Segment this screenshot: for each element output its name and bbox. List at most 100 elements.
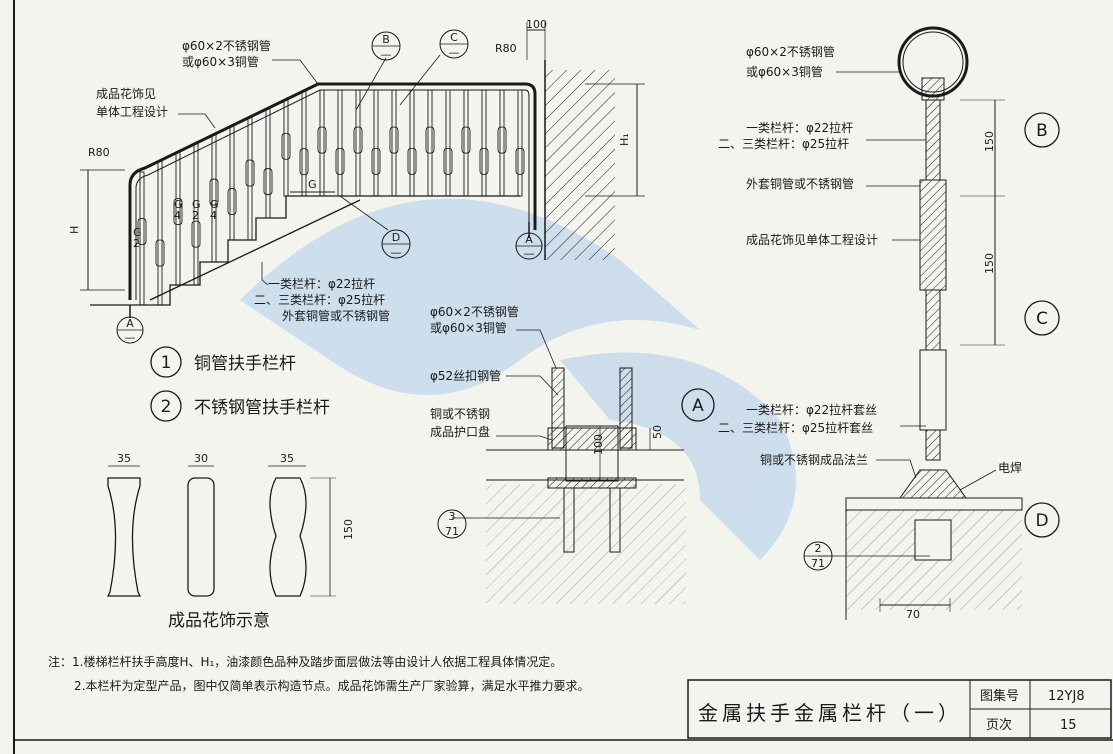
rod-label-1: 一类栏杆：φ22拉杆 bbox=[268, 276, 375, 291]
bcd-flange-label: 铜或不锈钢成品法兰 bbox=[760, 452, 868, 467]
baluster-ornament bbox=[227, 188, 237, 216]
baluster bbox=[229, 125, 235, 241]
marker-b: B — bbox=[371, 31, 401, 61]
bcd-dim-150-b: 150 bbox=[983, 253, 996, 274]
note-line-1: 注：1.楼梯栏杆扶手高度H、H₁，油漆颜色品种及踏步面层做法等由设计人依据工程具… bbox=[48, 654, 562, 669]
baluster-ornament bbox=[173, 198, 183, 225]
detail-a-cap-label-1: 铜或不锈钢 bbox=[430, 406, 490, 421]
legend-item-1-num: 1 bbox=[161, 353, 172, 373]
marker-d-letter: D bbox=[392, 231, 400, 244]
stair-elevation bbox=[80, 22, 645, 318]
baluster-ornament bbox=[497, 126, 507, 154]
detail-a-dim-100: 100 bbox=[592, 434, 605, 455]
baluster bbox=[175, 151, 181, 286]
bcd-tube-label-2: 或φ60×3铜管 bbox=[746, 64, 823, 79]
rod-label-3: 外套铜管或不锈钢管 bbox=[282, 308, 390, 323]
bcd-weld-label: 电焊 bbox=[998, 460, 1022, 475]
marker-c-letter: C bbox=[450, 31, 458, 44]
radius-right-label: R80 bbox=[495, 42, 517, 55]
baluster-ornament bbox=[371, 147, 381, 175]
detail-a-dim-50: 50 bbox=[651, 425, 664, 439]
legend-item-1: 1 铜管扶手栏杆 bbox=[150, 346, 296, 378]
baluster-ornament bbox=[389, 126, 399, 154]
tag-c-letter: C bbox=[1036, 309, 1048, 329]
dim-h-label: H bbox=[68, 226, 81, 234]
baluster-ornament bbox=[407, 147, 417, 175]
baluster-ornament bbox=[299, 148, 309, 176]
marker-b-dash: — bbox=[381, 48, 392, 61]
legend-item-2-num: 2 bbox=[161, 397, 172, 417]
baluster bbox=[445, 89, 451, 197]
baluster bbox=[247, 116, 253, 241]
title-block-title: 金属扶手金属栏杆（一） bbox=[698, 701, 962, 725]
rod-label-2: 二、三类栏杆：φ25拉杆 bbox=[254, 292, 385, 307]
detail-a-tube-label-2: 或φ60×3铜管 bbox=[430, 320, 507, 335]
legend-item-1-text: 铜管扶手栏杆 bbox=[194, 354, 296, 374]
detail-a-tube-label-1: φ60×2不锈钢管 bbox=[430, 304, 519, 319]
decor-caption: 成品花饰示意 bbox=[168, 611, 270, 631]
baluster-ornament bbox=[191, 220, 201, 248]
dim-100-label: 100 bbox=[526, 18, 547, 31]
bcd-dim-70: 70 bbox=[906, 608, 920, 621]
baluster bbox=[373, 89, 379, 197]
detail-bcd bbox=[818, 26, 1023, 620]
baluster bbox=[139, 171, 145, 306]
detail-a bbox=[452, 329, 686, 604]
baluster-ornament bbox=[335, 147, 345, 175]
sheet-frame bbox=[13, 0, 1113, 754]
marker-c-dash: — bbox=[449, 46, 460, 59]
bcd-thread-label-1: 一类栏杆：φ22拉杆套丝 bbox=[746, 402, 877, 417]
baluster bbox=[193, 142, 199, 286]
title-block bbox=[687, 679, 1112, 739]
marker-a-right-dash: — bbox=[524, 247, 535, 260]
detail-a-ref: 3 71 bbox=[437, 509, 467, 539]
bcd-ref-top: 2 bbox=[815, 542, 822, 555]
detail-a-tag-letter: A bbox=[692, 396, 704, 416]
bcd-decor-label: 成品花饰见单体工程设计 bbox=[746, 232, 878, 247]
legend-item-2-text: 不锈钢管扶手栏杆 bbox=[194, 398, 330, 418]
baluster-ornament bbox=[281, 132, 291, 160]
baluster bbox=[265, 107, 271, 219]
baluster bbox=[319, 89, 325, 197]
baluster bbox=[427, 89, 433, 197]
bcd-rod-label-1: 一类栏杆：φ22拉杆 bbox=[746, 120, 853, 135]
baluster-ornament bbox=[425, 126, 435, 154]
marker-d: D — bbox=[381, 229, 411, 259]
stair-steps bbox=[90, 195, 520, 306]
wall-hatch bbox=[545, 70, 615, 260]
decor-width-3: 35 bbox=[280, 452, 294, 465]
baluster bbox=[283, 99, 289, 197]
baluster bbox=[301, 90, 307, 197]
marker-a-right-letter: A bbox=[525, 233, 533, 246]
radius-left-label: R80 bbox=[88, 146, 110, 159]
atlas-value: 12YJ8 bbox=[1048, 689, 1085, 704]
tag-b-letter: B bbox=[1036, 121, 1048, 141]
dim-h1-label: H₁ bbox=[618, 133, 631, 146]
bcd-rod-label-2: 二、三类栏杆：φ25拉杆 bbox=[718, 136, 849, 151]
legend-item-2: 2 不锈钢管扶手栏杆 bbox=[150, 390, 330, 422]
decor-height: 150 bbox=[342, 519, 355, 540]
baluster bbox=[355, 89, 361, 197]
top-tube-label-1: φ60×2不锈钢管 bbox=[182, 38, 271, 53]
baluster-ornament bbox=[515, 147, 525, 175]
baluster-ornament bbox=[317, 126, 327, 154]
baluster-ornament bbox=[479, 147, 489, 175]
bcd-tube-label-1: φ60×2不锈钢管 bbox=[746, 44, 835, 59]
baluster-ornament bbox=[155, 239, 165, 267]
baluster-ornament bbox=[353, 126, 363, 154]
decor-label-1: 成品花饰见 bbox=[96, 86, 156, 101]
tag-c: C bbox=[1024, 300, 1060, 336]
marker-b-letter: B bbox=[382, 33, 390, 46]
tag-d-letter: D bbox=[1035, 511, 1048, 531]
bcd-thread-label-2: 二、三类栏杆：φ25拉杆套丝 bbox=[718, 420, 873, 435]
baluster bbox=[211, 134, 217, 263]
marker-a-left-letter: A bbox=[126, 317, 134, 330]
bcd-sleeve-label: 外套铜管或不锈钢管 bbox=[746, 176, 854, 191]
decor-width-1: 35 bbox=[117, 452, 131, 465]
baluster-ornament bbox=[461, 126, 471, 154]
detail-a-cap-label-2: 成品护口盘 bbox=[430, 424, 490, 439]
